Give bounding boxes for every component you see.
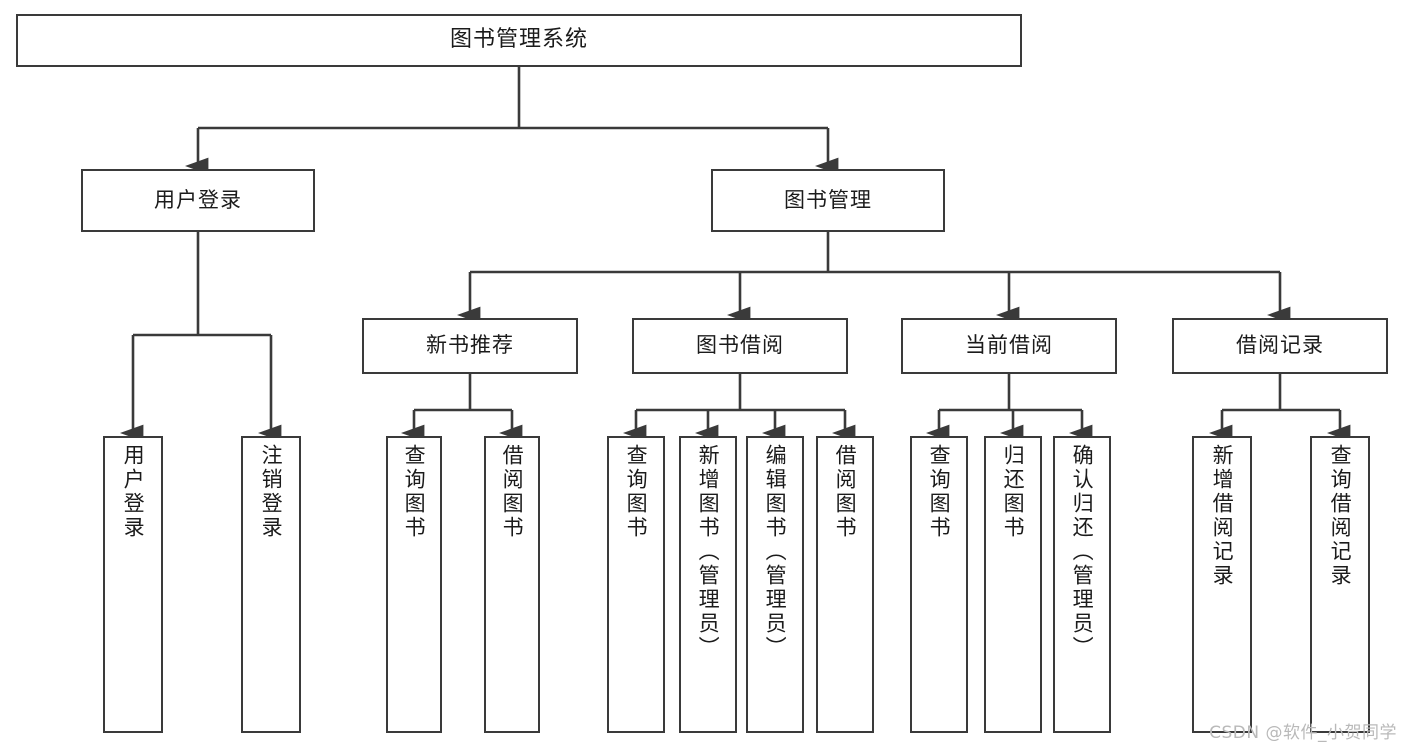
node-book-manage-label: 图书管理 <box>784 187 872 212</box>
node-leaf-query-book-1[interactable]: 查询图书 <box>386 436 442 733</box>
node-leaf-query-book-1-label: 查询图书 <box>402 444 427 540</box>
watermark: CSDN @软件_小贺同学 <box>1209 723 1397 743</box>
node-root[interactable]: 图书管理系统 <box>16 14 1022 67</box>
node-leaf-logout-label: 注销登录 <box>259 444 284 540</box>
node-new-book-recommend-label: 新书推荐 <box>426 333 514 358</box>
node-leaf-return-book[interactable]: 归还图书 <box>984 436 1042 733</box>
node-book-manage[interactable]: 图书管理 <box>711 169 945 232</box>
node-borrow-record-label: 借阅记录 <box>1236 333 1324 358</box>
node-leaf-logout[interactable]: 注销登录 <box>241 436 301 733</box>
node-leaf-borrow-book-1[interactable]: 借阅图书 <box>484 436 540 733</box>
node-leaf-add-record[interactable]: 新增借阅记录 <box>1192 436 1252 733</box>
node-leaf-add-book-label: 新增图书（管理员） <box>696 444 721 660</box>
node-leaf-user-login-label: 用户登录 <box>121 444 146 540</box>
node-root-label: 图书管理系统 <box>449 27 588 53</box>
node-current-borrow-label: 当前借阅 <box>965 333 1053 358</box>
node-leaf-edit-book-label: 编辑图书（管理员） <box>763 444 788 660</box>
node-leaf-query-book-2[interactable]: 查询图书 <box>607 436 665 733</box>
node-leaf-query-record-label: 查询借阅记录 <box>1328 444 1353 588</box>
node-leaf-query-record[interactable]: 查询借阅记录 <box>1310 436 1370 733</box>
node-new-book-recommend[interactable]: 新书推荐 <box>362 318 578 374</box>
node-leaf-borrow-book-2[interactable]: 借阅图书 <box>816 436 874 733</box>
node-leaf-user-login[interactable]: 用户登录 <box>103 436 163 733</box>
node-leaf-add-book[interactable]: 新增图书（管理员） <box>679 436 737 733</box>
node-borrow-record[interactable]: 借阅记录 <box>1172 318 1388 374</box>
node-leaf-return-book-label: 归还图书 <box>1001 444 1026 540</box>
node-leaf-query-book-2-label: 查询图书 <box>624 444 649 540</box>
node-leaf-query-book-3[interactable]: 查询图书 <box>910 436 968 733</box>
node-leaf-confirm-return-label: 确认归还（管理员） <box>1070 444 1095 660</box>
node-leaf-borrow-book-2-label: 借阅图书 <box>833 444 858 540</box>
node-user-login-label: 用户登录 <box>154 187 242 212</box>
node-leaf-confirm-return[interactable]: 确认归还（管理员） <box>1053 436 1111 733</box>
node-leaf-edit-book[interactable]: 编辑图书（管理员） <box>746 436 804 733</box>
node-user-login[interactable]: 用户登录 <box>81 169 315 232</box>
node-current-borrow[interactable]: 当前借阅 <box>901 318 1117 374</box>
node-leaf-query-book-3-label: 查询图书 <box>927 444 952 540</box>
node-leaf-add-record-label: 新增借阅记录 <box>1210 444 1235 588</box>
node-book-borrow[interactable]: 图书借阅 <box>632 318 848 374</box>
node-leaf-borrow-book-1-label: 借阅图书 <box>500 444 525 540</box>
node-book-borrow-label: 图书借阅 <box>696 333 784 358</box>
